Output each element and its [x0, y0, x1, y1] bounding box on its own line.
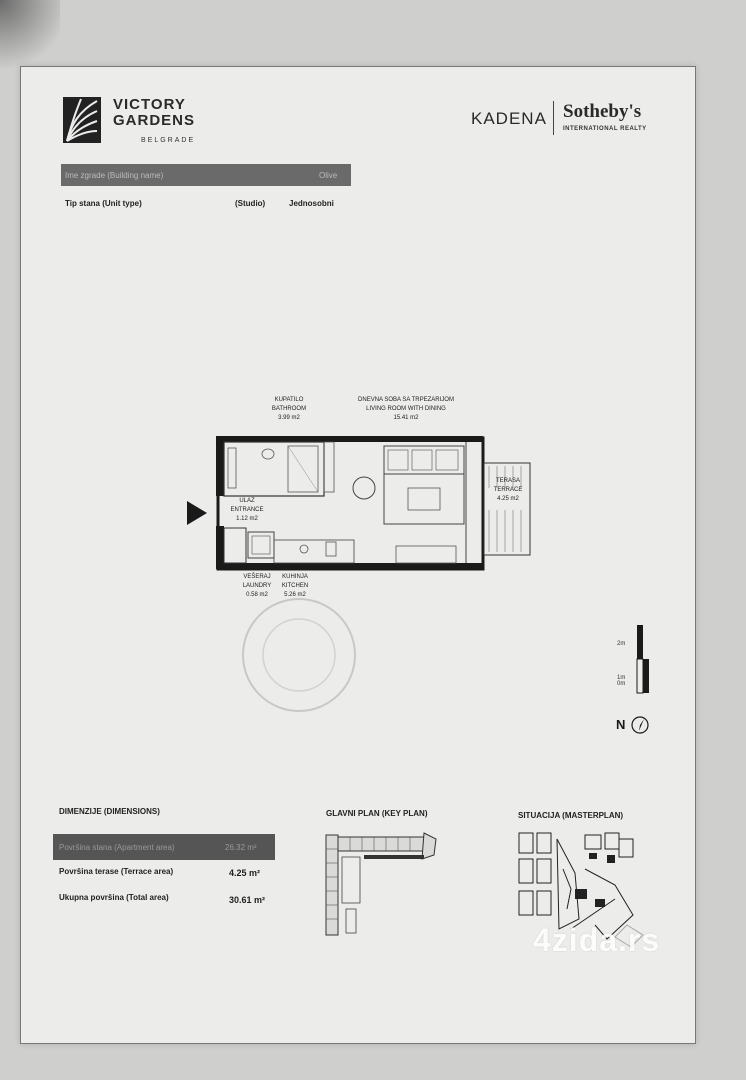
key-plan-drawing [325, 832, 437, 936]
brand-line-1: VICTORY [113, 96, 186, 113]
stamp-mark-icon [242, 598, 356, 712]
key-plan-heading: GLAVNI PLAN (KEY PLAN) [326, 809, 428, 818]
laundry-label-en: LAUNDRY [242, 583, 272, 589]
laundry-area: 0.58 m2 [246, 592, 268, 598]
brand-name: VICTORY GARDENS [113, 97, 195, 129]
masterplan-heading: SITUACIJA (MASTERPLAN) [518, 811, 624, 820]
floor-plan-drawing [216, 436, 485, 571]
entrance-area: 1.12 m2 [236, 516, 258, 522]
unit-type-label: Tip stana (Unit type) [65, 199, 142, 208]
partner-name: KADENA [471, 109, 547, 128]
kitchen-label-sr: KUHINJA [282, 574, 308, 580]
entrance-arrow-icon [187, 501, 207, 525]
north-label: N [616, 717, 626, 732]
unit-type-value-sr: Jednosobni [289, 199, 334, 208]
terrace-label: TERASA TERRACE 4.25 m2 [483, 477, 533, 504]
building-name-bar: Ime zgrade (Building name) Olive [61, 164, 351, 186]
living-room-label: DNEVNA SOBA SA TRPEZARIJOM LIVING ROOM W… [331, 396, 481, 423]
scale-label-2m: 2m [617, 641, 626, 647]
kitchen-label: KUHINJA KITCHEN 5.26 m2 [275, 573, 315, 600]
terrace-area: 4.25 m2 [497, 496, 519, 502]
partner-subtitle: INTERNATIONAL REALTY [563, 126, 647, 132]
bathroom-label: KUPATILO BATHROOM 3.99 m2 [259, 396, 319, 423]
floor-plan-sheet: VICTORY GARDENS BELGRADE KADENA Sotheby'… [20, 66, 696, 1044]
scale-label-0m: 0m [617, 681, 626, 687]
dimensions-heading: DIMENZIJE (DIMENSIONS) [59, 807, 160, 816]
bathroom-label-sr: KUPATILO [274, 397, 304, 403]
scale-bar-icon [636, 625, 649, 694]
terrace-area-value: 4.25 m² [229, 868, 261, 878]
terrace-area-label: Površina terase (Terrace area) [59, 867, 174, 876]
scale-label-1m: 1m [617, 675, 626, 681]
brand-line-2: GARDENS [113, 112, 196, 129]
living-room-area: 15.41 m2 [393, 415, 419, 421]
building-value: Olive [319, 171, 338, 180]
kitchen-label-en: KITCHEN [281, 583, 309, 589]
building-label: Ime zgrade (Building name) [65, 171, 164, 180]
partner-brand: Sotheby's [563, 101, 642, 122]
entrance-label: ULAZ ENTRANCE 1.12 m2 [221, 497, 273, 524]
laundry-label: VEŠERAJ LAUNDRY 0.58 m2 [237, 573, 277, 600]
victory-gardens-logo-icon [63, 97, 101, 143]
scale-labels: 2m 1m [617, 627, 625, 695]
masterplan-drawing [518, 832, 644, 948]
entrance-label-sr: ULAZ [239, 498, 255, 504]
unit-type-value-en: (Studio) [235, 199, 266, 208]
living-room-label-en: LIVING ROOM WITH DINING [366, 406, 446, 412]
watermark-text: 4zida.rs [533, 922, 661, 958]
kitchen-area: 5.26 m2 [284, 592, 306, 598]
unit-type-row: Tip stana (Unit type) (Studio) Jednosobn… [61, 197, 351, 213]
partner-divider [553, 101, 554, 135]
bathroom-area: 3.99 m2 [278, 415, 300, 421]
terrace-label-sr: TERASA [495, 478, 520, 484]
north-arrow-icon [631, 716, 649, 734]
apartment-area-label: Površina stana (Apartment area) [59, 843, 175, 852]
terrace-drawing [483, 462, 531, 556]
apartment-area-bar: Površina stana (Apartment area) 26.32 m² [53, 834, 275, 860]
terrace-label-en: TERRACE [493, 487, 523, 493]
brand-city: BELGRADE [141, 137, 196, 144]
bathroom-label-en: BATHROOM [271, 406, 307, 412]
total-area-value: 30.61 m² [229, 895, 266, 905]
total-area-label: Ukupna površina (Total area) [59, 893, 169, 902]
laundry-label-sr: VEŠERAJ [243, 574, 271, 580]
living-room-label-sr: DNEVNA SOBA SA TRPEZARIJOM [358, 397, 454, 403]
apartment-area-value: 26.32 m² [225, 843, 257, 852]
entrance-label-en: ENTRANCE [230, 507, 264, 513]
